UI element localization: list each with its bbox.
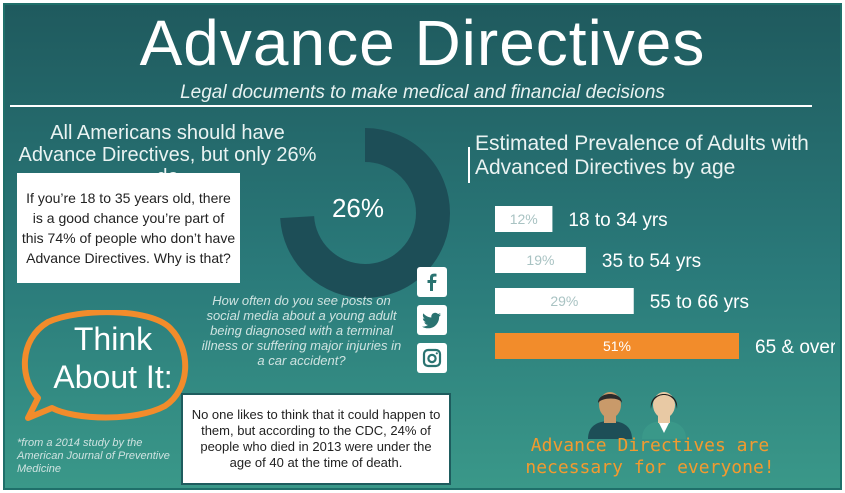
cdc-statistic-text: No one likes to think that it could happ… bbox=[191, 407, 441, 470]
think-bubble bbox=[21, 310, 189, 421]
infographic: Advance Directives Legal documents to ma… bbox=[3, 3, 842, 490]
bar-value-label-3: 29% bbox=[550, 293, 578, 309]
bar-4 bbox=[495, 333, 739, 359]
instagram-icon bbox=[417, 343, 447, 373]
think-about-it-label: Think About It: bbox=[53, 321, 173, 395]
cdc-statistic-box: No one likes to think that it could happ… bbox=[181, 393, 451, 485]
bar-value-label-2: 19% bbox=[526, 252, 554, 268]
facebook-icon bbox=[417, 267, 447, 297]
bar-category-label-3: 55 to 66 yrs bbox=[650, 292, 749, 313]
why-box: If you’re 18 to 35 years old, there is a… bbox=[17, 173, 240, 283]
page-subtitle: Legal documents to make medical and fina… bbox=[180, 82, 665, 103]
donut-center-label: 26% bbox=[332, 193, 384, 223]
section-divider bbox=[468, 147, 470, 183]
bar-2 bbox=[495, 247, 586, 273]
donut-slice-2 bbox=[280, 128, 450, 298]
page-title: Advance Directives bbox=[139, 7, 706, 79]
bar-category-label-2: 35 to 54 yrs bbox=[602, 251, 701, 272]
bar-1 bbox=[495, 206, 553, 232]
source-footnote: *from a 2014 study by the American Journ… bbox=[17, 437, 170, 475]
bar-category-label-1: 18 to 34 yrs bbox=[568, 210, 667, 231]
twitter-icon bbox=[417, 305, 447, 335]
why-box-text: If you’re 18 to 35 years old, there is a… bbox=[21, 190, 236, 266]
chart-title: Estimated Prevalence of Adults with Adva… bbox=[475, 132, 809, 179]
tagline: Advance Directives are necessary for eve… bbox=[525, 435, 775, 478]
social-media-question: How often do you see posts on social med… bbox=[201, 293, 402, 368]
title-divider bbox=[10, 105, 812, 107]
bar-value-label-4: 51% bbox=[603, 338, 631, 354]
people-icon bbox=[588, 392, 686, 439]
prevalence-bar-chart: 12% 18 to 34 yrs 19% 35 to 54 yrs 29% 55 to 6… bbox=[495, 206, 835, 359]
donut-chart: 26% bbox=[280, 128, 450, 298]
bar-3 bbox=[495, 288, 634, 314]
bar-category-label-4: 65 & over bbox=[755, 337, 835, 358]
bar-value-label-1: 12% bbox=[510, 211, 538, 227]
